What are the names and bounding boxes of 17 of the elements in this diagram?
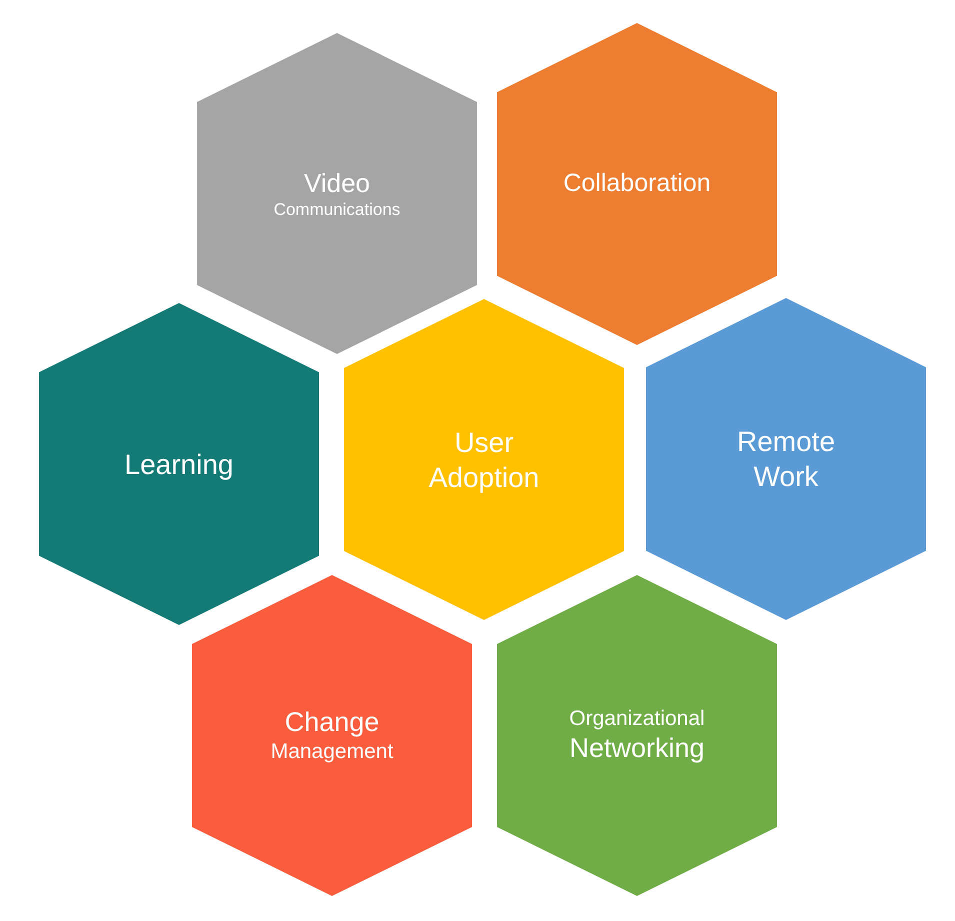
hexagon-label: User Adoption [428, 426, 540, 494]
hexagon-label: Networking [569, 732, 705, 765]
hexagon-tile [646, 298, 926, 620]
hexagon-label: Learning [124, 448, 234, 482]
hexagon-label: Remote Work [736, 425, 836, 494]
hexagon-tile [197, 33, 477, 354]
hexagon-tile [344, 299, 624, 620]
hexagon-tile [39, 303, 319, 625]
hexagon-label: Organizational [569, 706, 705, 732]
hexagon-label: Communications [274, 199, 400, 220]
hexagon-tile [497, 575, 777, 896]
hexagon-tile [497, 23, 777, 345]
hexagon-tile [192, 575, 472, 896]
hexagon-label: Change [284, 706, 380, 739]
hexagon-label: Management [270, 739, 394, 766]
hexagon-label: Collaboration [563, 168, 711, 200]
hexagon-label: Video [304, 166, 370, 200]
